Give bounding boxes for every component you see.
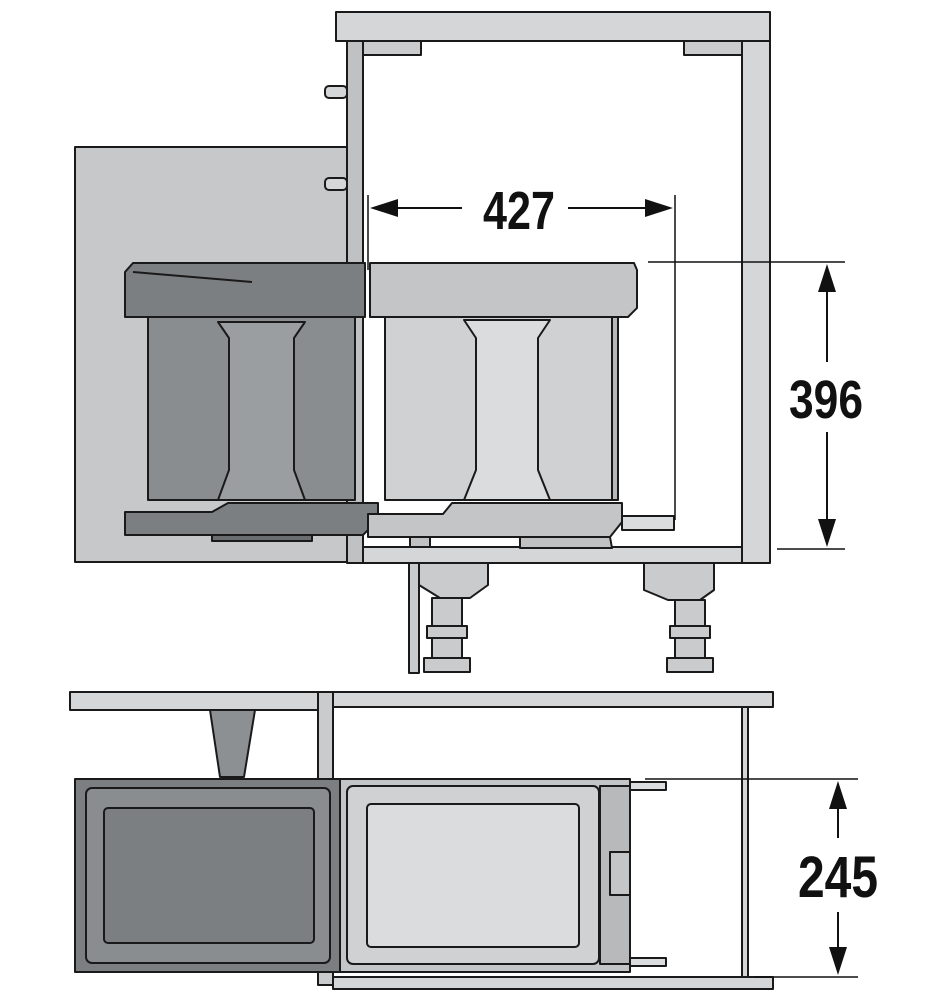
dimension-width xyxy=(367,195,676,520)
plan-bottom-board xyxy=(332,976,774,990)
drawer-tray-light xyxy=(367,502,623,538)
cabinet-front-view xyxy=(74,11,771,674)
cabinet-bottom xyxy=(362,546,743,564)
arrow-up xyxy=(818,264,836,292)
arrow-down-depth xyxy=(829,947,847,975)
cabinet-leg-right xyxy=(643,562,715,673)
plan-top-right xyxy=(332,691,774,708)
cabinet-right-side xyxy=(741,40,771,564)
plan-bin-dark xyxy=(74,778,341,973)
plan-top-left xyxy=(69,691,331,711)
cabinet-leg-left xyxy=(408,562,489,674)
arrow-right xyxy=(645,199,673,217)
hinge-pin-upper xyxy=(324,85,348,99)
plan-bin-light xyxy=(339,778,667,973)
top-cleat-right xyxy=(683,40,743,56)
waste-bin-light xyxy=(367,262,675,549)
arrow-up-depth xyxy=(829,781,847,809)
dimension-annotations: 427 396 245 xyxy=(367,181,878,978)
hinge-pin-lower xyxy=(324,177,348,191)
drawer-tray-dark xyxy=(124,502,379,536)
hinge-bracket xyxy=(209,709,256,778)
arrow-down xyxy=(818,519,836,547)
arrow-left xyxy=(370,199,398,217)
top-cleat-left xyxy=(362,40,422,56)
cabinet-plan-view xyxy=(69,691,774,990)
cabinet-top xyxy=(335,11,771,42)
dimension-height xyxy=(648,261,845,550)
dimension-height-label: 396 xyxy=(789,370,863,430)
plan-back-panel xyxy=(741,706,749,978)
dimension-depth xyxy=(645,778,858,978)
waste-bin-dark xyxy=(124,262,379,542)
dimension-width-label: 427 xyxy=(483,181,555,241)
dimension-depth-label: 245 xyxy=(798,845,878,910)
